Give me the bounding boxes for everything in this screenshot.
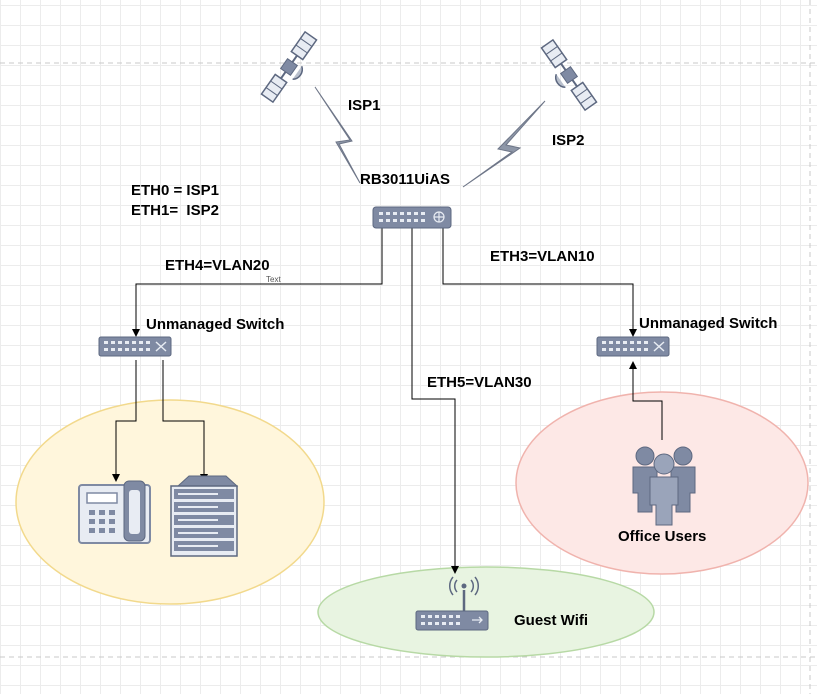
users-group-icon[interactable]: [632, 446, 696, 526]
office-users-label: Office Users: [618, 528, 707, 545]
wan-mapping-line2: ETH1= ISP2: [131, 202, 219, 219]
isp2-label: ISP2: [552, 132, 585, 149]
voip-zone-ellipse[interactable]: [15, 399, 325, 605]
link-switch-to-server[interactable]: [162, 360, 208, 482]
isp1-label: ISP1: [348, 97, 381, 114]
wireless-link-isp1[interactable]: [314, 86, 361, 184]
right-switch-label: Unmanaged Switch: [639, 315, 778, 332]
link-switch-to-phone[interactable]: [112, 360, 137, 482]
satellite-isp1-icon[interactable]: [260, 30, 322, 106]
eth5-label: ETH5=VLAN30: [427, 374, 532, 391]
text-placeholder-label: Text: [266, 275, 281, 284]
left-switch-icon[interactable]: [98, 336, 172, 357]
eth4-label: ETH4=VLAN20: [165, 257, 270, 274]
wireless-link-isp2[interactable]: [462, 100, 546, 188]
server-rack-icon[interactable]: [170, 475, 239, 557]
link-eth4[interactable]: [132, 227, 383, 337]
right-switch-icon[interactable]: [596, 336, 670, 357]
left-switch-label: Unmanaged Switch: [146, 316, 285, 333]
link-eth3[interactable]: [442, 227, 637, 337]
link-users-to-switch[interactable]: [629, 361, 663, 440]
satellite-isp2-icon[interactable]: [536, 38, 598, 114]
wan-mapping-line1: ETH0 = ISP1: [131, 182, 219, 199]
eth3-label: ETH3=VLAN10: [490, 248, 595, 265]
router-icon[interactable]: [372, 206, 452, 229]
router-label: RB3011UiAS: [360, 171, 451, 188]
guest-wifi-label: Guest Wifi: [514, 612, 589, 629]
link-eth5[interactable]: [411, 227, 459, 574]
wifi-access-point-icon[interactable]: [415, 576, 489, 631]
ip-phone-icon[interactable]: [78, 480, 151, 544]
